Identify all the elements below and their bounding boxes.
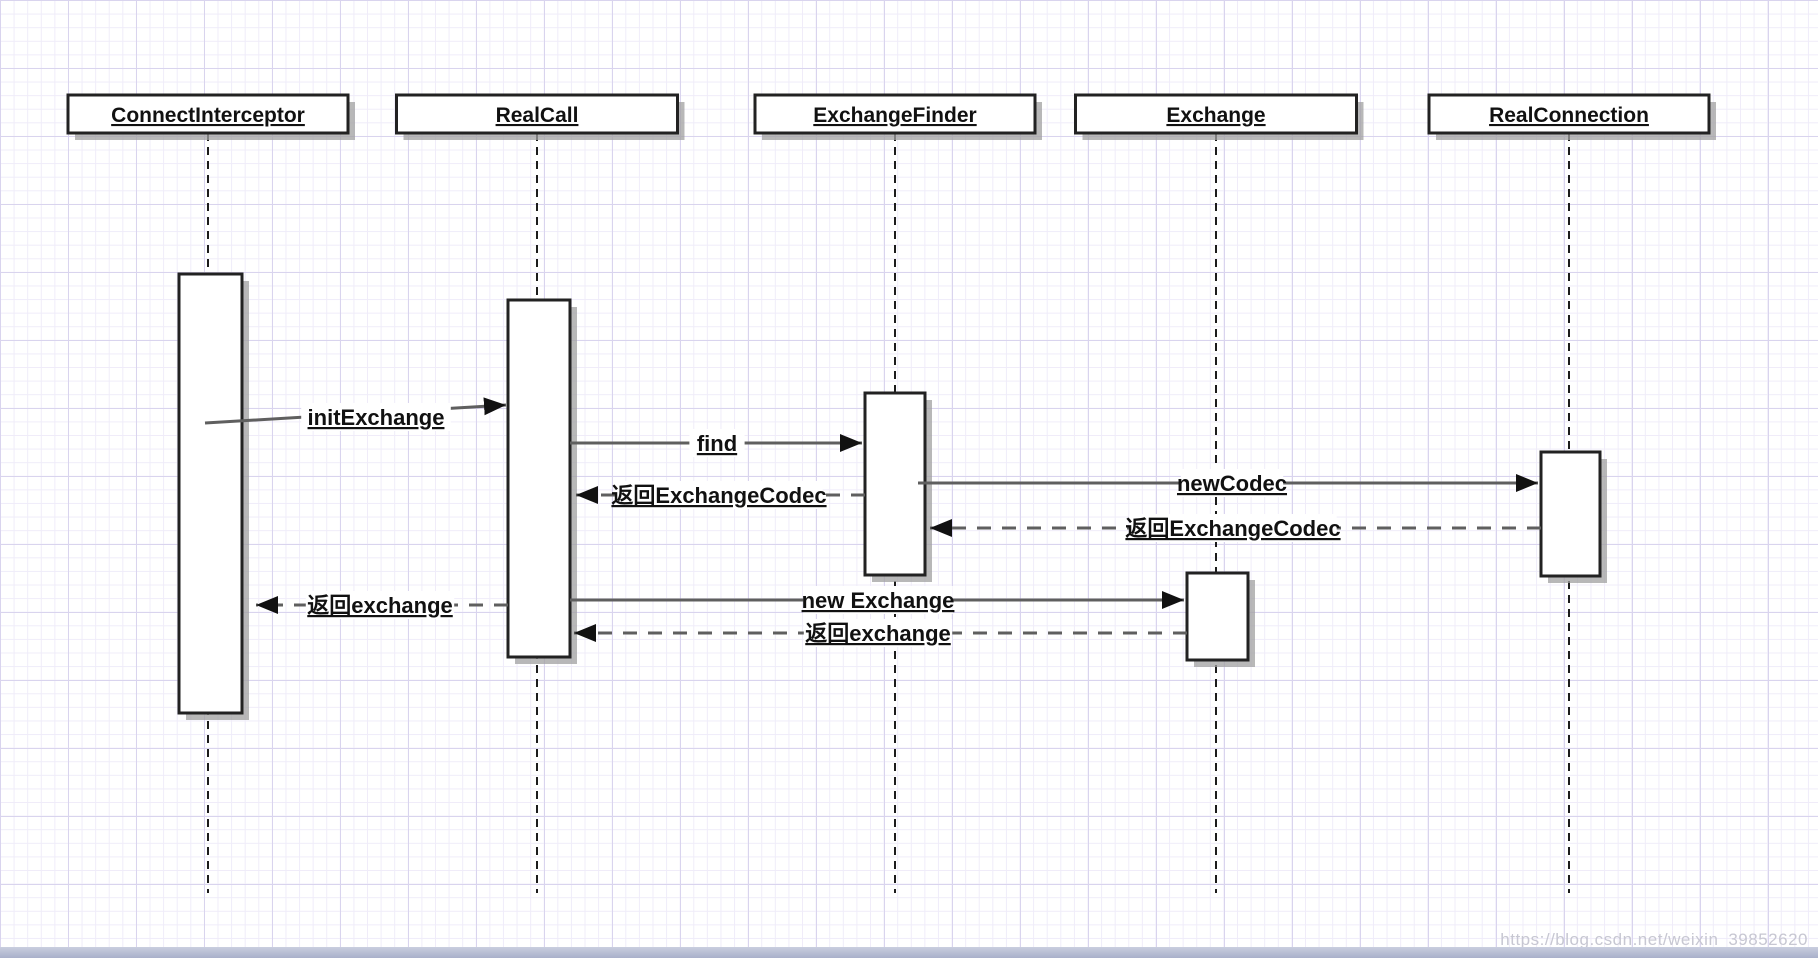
participant-box-real-connection [1427, 93, 1711, 135]
message-label-2: 返回ExchangeCodec [611, 483, 826, 508]
message-label-bg-2 [615, 481, 823, 509]
message-label-6: 返回exchange [805, 621, 951, 646]
message-label-7: 返回exchange [307, 593, 453, 618]
activation-bar-exchange [1185, 571, 1250, 662]
participant-label-exchange-finder: ExchangeFinder [813, 104, 976, 127]
message-label-bg-4 [1129, 514, 1337, 542]
activation-bar-real-call [506, 298, 572, 659]
participant-label-exchange: Exchange [1166, 104, 1265, 127]
activation-bar-connect-interceptor [177, 272, 244, 715]
participant-box-exchange [1074, 93, 1358, 135]
message-label-bg-7 [305, 591, 455, 619]
messages-layer: initExchange find 返回ExchangeCodec newCodec 返… [204, 397, 1541, 647]
message-label-bg-0 [301, 403, 451, 431]
message-label-5: new Exchange [802, 588, 955, 613]
participant-box-real-call [395, 93, 679, 135]
participant-box-connect-interceptor [66, 93, 350, 135]
message-label-bg-1 [689, 429, 745, 457]
message-label-bg-6 [803, 619, 953, 647]
message-label-4: 返回ExchangeCodec [1125, 516, 1340, 541]
activation-bar-exchange-finder [863, 391, 927, 577]
participant-label-connect-interceptor: ConnectInterceptor [111, 104, 305, 127]
participant-label-real-call: RealCall [496, 104, 579, 127]
activations-layer [177, 272, 1607, 720]
activation-bar-real-connection [1539, 450, 1602, 578]
message-label-1: find [697, 431, 737, 456]
message-label-bg-5 [803, 586, 953, 614]
participant-box-exchange-finder [753, 93, 1037, 135]
message-label-bg-3 [1180, 469, 1284, 497]
message-label-3: newCodec [1177, 471, 1287, 496]
participant-label-real-connection: RealConnection [1489, 104, 1649, 127]
window-edge-strip [0, 947, 1818, 958]
watermark-url: https://blog.csdn.net/weixin_39852620 [1500, 930, 1808, 949]
message-label-0: initExchange [308, 405, 445, 430]
participants-layer: ConnectInterceptor RealCall ExchangeFinder… [66, 93, 1716, 140]
